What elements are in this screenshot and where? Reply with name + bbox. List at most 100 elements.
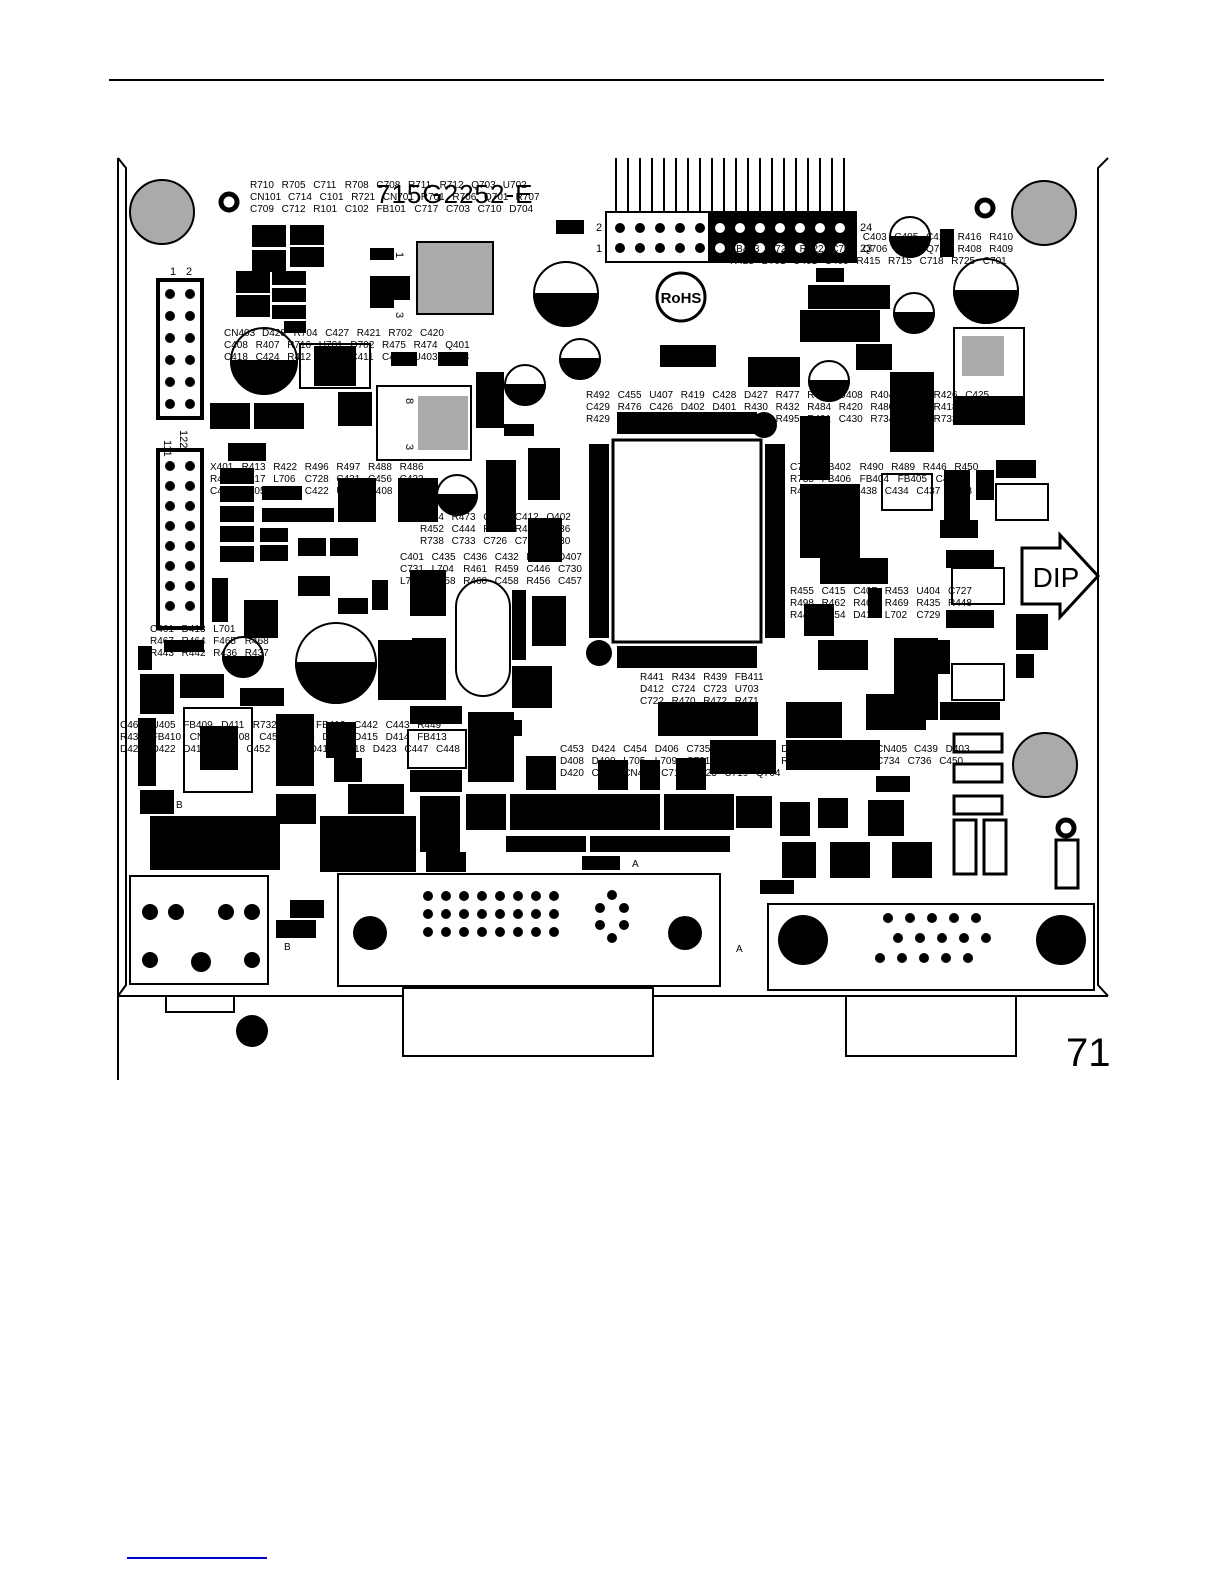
header-pin: [185, 289, 195, 299]
component-designator: C437: [916, 486, 940, 497]
component-designator: C406: [319, 352, 343, 363]
header-pin: [165, 521, 175, 531]
component-designator: D402: [681, 402, 705, 413]
dip-arrow: [1020, 531, 1101, 621]
component-designator: CN701: [383, 192, 415, 203]
header-pin: [165, 355, 175, 365]
component-designator: R421: [357, 328, 381, 339]
cn101-header: [605, 158, 857, 263]
component-designator: C420: [420, 328, 444, 339]
component-designator: C429: [586, 402, 610, 413]
component-designator: C711: [313, 180, 337, 191]
header-pin: [165, 501, 175, 511]
component-designator: C709: [250, 204, 274, 215]
component-designator: R449: [417, 720, 441, 731]
component-designator: C434: [885, 486, 909, 497]
component-designator: C729: [916, 610, 940, 621]
component-designator: C409: [825, 256, 849, 267]
component-designator: D422: [152, 744, 176, 755]
component-designator: C436: [463, 552, 487, 563]
pin-label: 23: [860, 243, 872, 255]
component-designator: CN406: [623, 768, 655, 779]
component-designator: L708: [228, 732, 251, 743]
component-designator: C431: [336, 474, 360, 485]
component-designator: C412: [515, 512, 539, 523]
component-designator: R428: [618, 414, 642, 425]
component-designator: U703: [735, 684, 759, 695]
header-pin: [185, 601, 195, 611]
rohs-label: RoHS: [661, 290, 702, 307]
component-designator: C447: [404, 744, 428, 755]
component-designator: R471: [735, 696, 759, 707]
component-designator: FB410: [152, 732, 182, 743]
component-designator: FB101: [376, 204, 406, 215]
component-designator: R436: [213, 648, 237, 659]
header-pin: [165, 311, 175, 321]
component-designator: FB411: [735, 672, 764, 683]
component-designator: C732: [790, 462, 814, 473]
component-designator: R101: [313, 204, 337, 215]
component-designator: R420: [839, 402, 863, 413]
connectors-bottom: [129, 873, 1095, 1057]
component-designator: L704: [432, 564, 455, 575]
header-pin: [185, 333, 195, 343]
header-pin: [795, 223, 805, 233]
component-designator: C455: [618, 390, 642, 401]
component-designator: C724: [672, 684, 696, 695]
component-designator: R464: [182, 636, 206, 647]
pin-label: 1: [170, 266, 176, 278]
component-designator: C421: [210, 486, 234, 497]
component-designator: C446: [526, 564, 550, 575]
component-designator: R477: [776, 390, 800, 401]
component-designator: D404: [844, 744, 868, 755]
component-designator: R444: [515, 524, 539, 535]
component-designator: R429: [586, 414, 610, 425]
component-designator: R716: [287, 340, 311, 351]
component-designator: R424: [681, 414, 705, 425]
component-designator: R492: [586, 390, 610, 401]
component-designator: CN405: [876, 744, 908, 755]
component-designator: R493: [445, 352, 469, 363]
component-designator: R702: [388, 328, 412, 339]
polarity-mark: B: [176, 800, 183, 811]
component-designator: C419: [483, 512, 507, 523]
component-designator: R498: [790, 598, 814, 609]
component-designator: R427: [712, 414, 736, 425]
component-designator: D409: [592, 756, 616, 767]
component-designator: R735: [790, 474, 814, 485]
component-designator: C415: [822, 586, 846, 597]
component-designator: D414: [386, 732, 410, 743]
component-designator: R430: [744, 402, 768, 413]
component-designator: D423: [373, 744, 397, 755]
component-designator: R468: [245, 636, 269, 647]
component-designator: R442: [182, 648, 206, 659]
pin-label: 3: [393, 312, 405, 318]
component-designator: R711: [408, 180, 432, 191]
component-designator: D702: [350, 340, 374, 351]
component-designator: R411: [965, 402, 989, 413]
component-designator: R460: [463, 576, 487, 587]
header-pins-layer: [165, 223, 845, 611]
component-designator: D411: [221, 720, 245, 731]
component-designator: R475: [382, 340, 406, 351]
component-designator: U405: [152, 720, 176, 731]
component-designator: R469: [885, 598, 909, 609]
component-designator: C717: [414, 204, 438, 215]
pin-label: 2: [186, 266, 192, 278]
component-designator: C731: [400, 564, 424, 575]
component-designator: FB404: [860, 474, 890, 485]
component-designator: R704: [294, 328, 318, 339]
component-designator: R462: [822, 598, 846, 609]
component-designator: D415: [354, 732, 378, 743]
polarity-mark: B: [284, 942, 291, 953]
component-designator: R459: [495, 564, 519, 575]
component-designator: C452: [246, 744, 270, 755]
component-designator: FB413: [417, 732, 447, 743]
component-designator: R461: [463, 564, 487, 575]
crystal-x401: [455, 579, 511, 697]
component-designator: R703: [762, 232, 786, 243]
component-designator: C718: [920, 256, 944, 267]
component-designator: R727: [768, 244, 792, 255]
header-pin: [185, 461, 195, 471]
component-designator: C722: [640, 696, 664, 707]
